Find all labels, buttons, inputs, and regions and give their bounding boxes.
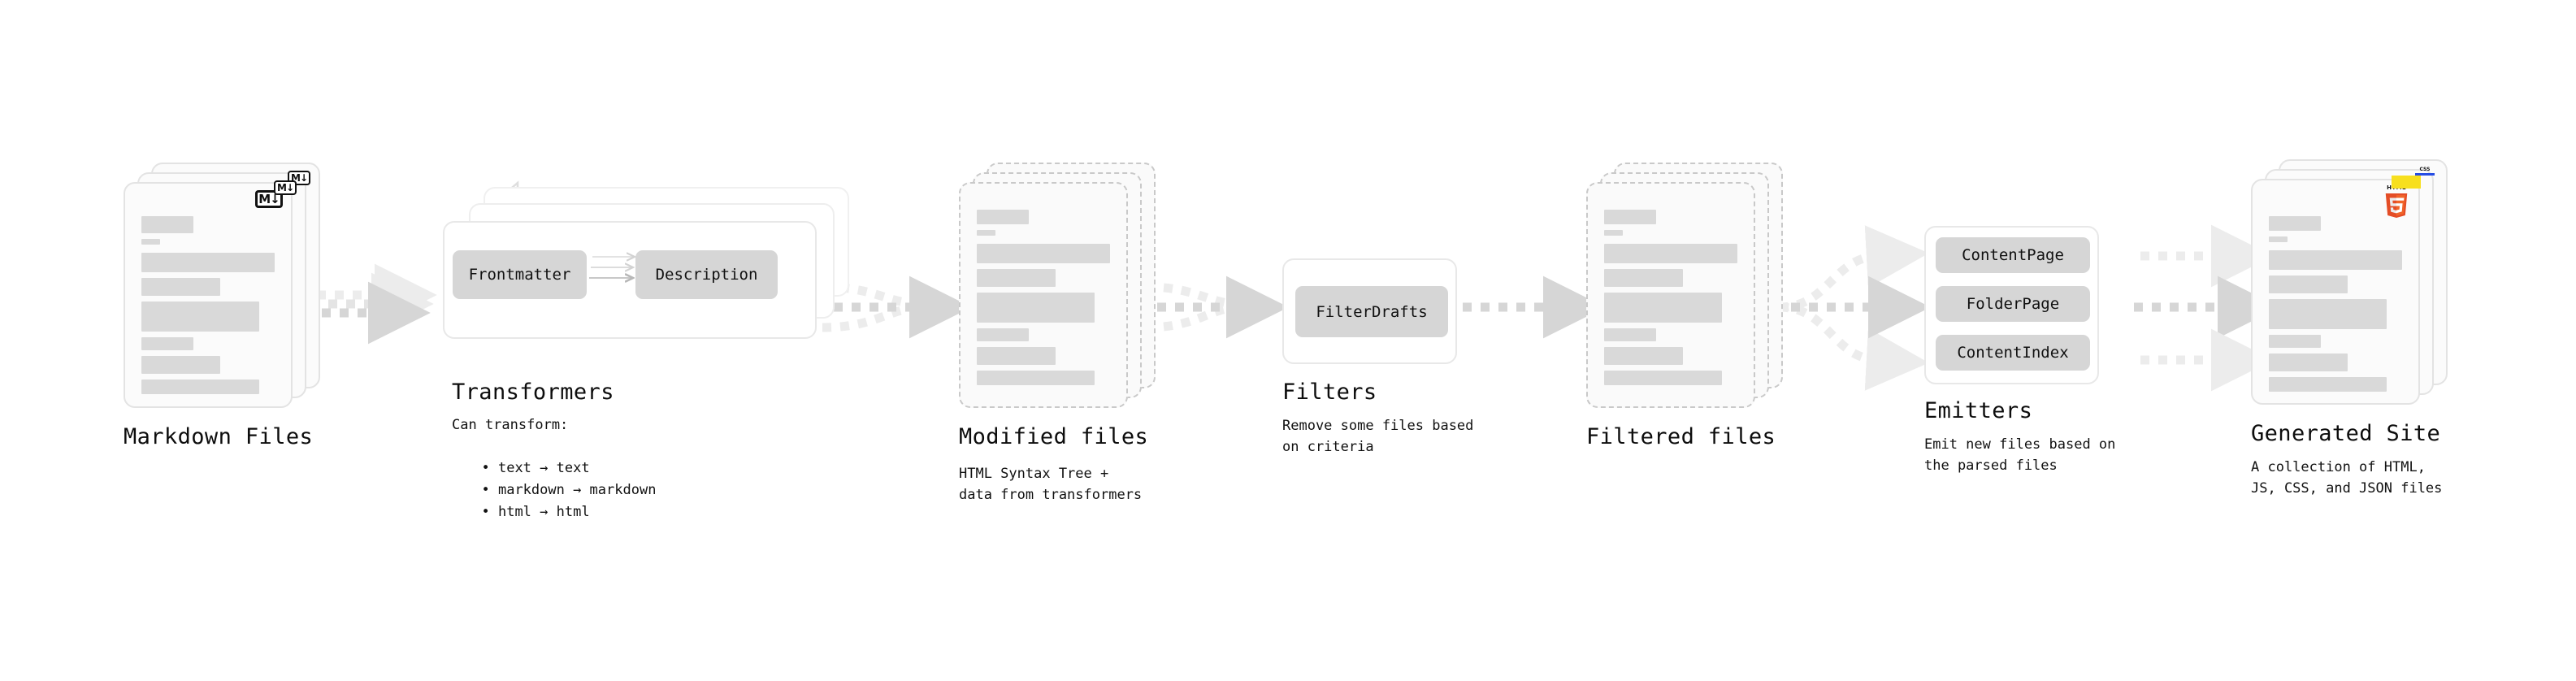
skeleton-bar (1604, 230, 1623, 236)
emitters-group[interactable]: ContentPage FolderPage ContentIndex (1924, 226, 2099, 384)
skeleton-bar (1604, 328, 1656, 341)
html5-shield-glyph (2385, 193, 2408, 218)
css-icon-label: CSS (2419, 167, 2431, 172)
stage-subtitle-transformers: Can transform: (452, 417, 569, 433)
skeleton-bar (141, 216, 193, 233)
js-icon-square (2392, 176, 2421, 189)
skeleton-bar (2269, 250, 2402, 270)
stage-title-filters: Filters (1282, 380, 1377, 405)
skeleton-bar (977, 371, 1095, 385)
bullet-text: html → html (497, 504, 590, 520)
skeleton-bar (1604, 371, 1722, 385)
skeleton-bar (2269, 299, 2387, 329)
emitter-chip-contentpage[interactable]: ContentPage (1936, 237, 2090, 273)
skeleton-bar (977, 347, 1056, 365)
arrow-emitters-to-site (2134, 224, 2280, 392)
skeleton-bar (2269, 377, 2387, 392)
bullet-dot: • (481, 504, 498, 520)
skeleton-bar (141, 253, 275, 272)
stage-title-filtered-files: Filtered files (1586, 424, 1776, 449)
skeleton-lines (1604, 210, 1741, 391)
skeleton-bar (1604, 347, 1683, 365)
skeleton-bar (141, 380, 259, 394)
filters-group[interactable]: FilterDrafts (1282, 258, 1457, 364)
stage-subtitle-modified-files: HTML Syntax Tree + data from transformer… (959, 466, 1143, 503)
stage-title-transformers: Transformers (452, 380, 614, 405)
markdown-file-card-front[interactable]: M↓ (124, 182, 293, 408)
skeleton-bar (2269, 354, 2348, 371)
skeleton-bar (977, 230, 995, 236)
generated-site-stack: CSS HTML (2251, 159, 2454, 411)
html5-icon: HTML (2384, 184, 2409, 219)
skeleton-bar (977, 269, 1056, 287)
skeleton-bar (1604, 293, 1722, 323)
markdown-file-stack: M↓ M↓ M↓ (124, 163, 327, 414)
stage-markdown-files: M↓ M↓ M↓ (124, 163, 327, 414)
generated-file-card-html[interactable]: HTML (2251, 179, 2420, 405)
skeleton-bar (141, 356, 220, 374)
skeleton-bar (141, 337, 193, 350)
skeleton-lines (977, 210, 1113, 391)
skeleton-bar (1604, 210, 1656, 224)
skeleton-bar (977, 293, 1095, 323)
filtered-file-stack (1586, 163, 1789, 414)
transformer-chip-description[interactable]: Description (635, 250, 778, 299)
filter-chip-filterdrafts[interactable]: FilterDrafts (1295, 286, 1448, 337)
transformer-inner-arrows (589, 223, 818, 340)
skeleton-bar (977, 244, 1110, 263)
skeleton-lines (141, 216, 278, 400)
skeleton-bar (2269, 335, 2321, 348)
stage-title-markdown-files: Markdown Files (124, 424, 314, 449)
js-icon (2392, 176, 2421, 189)
skeleton-bar (2269, 216, 2321, 231)
stage-subtitle-generated-site: A collection of HTML, JS, CSS, and JSON … (2251, 459, 2443, 497)
transformer-group-front[interactable]: Frontmatter Description (443, 221, 817, 339)
skeleton-bar (977, 328, 1029, 341)
emitter-chip-folderpage[interactable]: FolderPage (1936, 286, 2090, 322)
stage-filtered-files (1586, 163, 1789, 414)
transformer-chip-frontmatter[interactable]: Frontmatter (453, 250, 587, 299)
bullet-text: text → text (497, 460, 590, 476)
skeleton-bar (2269, 236, 2288, 242)
stage-subtitle-filters: Remove some files based on criteria (1282, 418, 1474, 455)
stage-modified-files (959, 163, 1162, 414)
bullet-dot: • (481, 482, 498, 498)
skeleton-bar (141, 239, 160, 245)
stage-subtitle-emitters: Emit new files based on the parsed files (1924, 436, 2116, 474)
skeleton-bar (2269, 275, 2348, 293)
css-icon: CSS (2415, 167, 2435, 176)
stage-generated-site: CSS HTML (2251, 159, 2454, 411)
bullet-text: markdown → markdown (497, 482, 657, 498)
transformer-bullet-1: • markdown → markdown (465, 458, 656, 501)
emitter-chip-contentindex[interactable]: ContentIndex (1936, 335, 2090, 371)
skeleton-bar (141, 301, 259, 332)
markdown-icon-mid: M↓ (274, 180, 297, 195)
stage-title-generated-site: Generated Site (2251, 421, 2441, 446)
skeleton-bar (1604, 244, 1737, 263)
stage-title-emitters: Emitters (1924, 398, 2033, 423)
skeleton-lines (2269, 216, 2405, 397)
transformer-bullet-2: • html → html (465, 480, 590, 523)
skeleton-bar (1604, 269, 1683, 287)
css-icon-underline (2415, 173, 2435, 176)
modified-file-card-front[interactable] (959, 182, 1128, 408)
stage-title-modified-files: Modified files (959, 424, 1149, 449)
skeleton-bar (141, 278, 220, 296)
skeleton-bar (977, 210, 1029, 224)
filtered-file-card-front[interactable] (1586, 182, 1755, 408)
bullet-dot: • (481, 460, 498, 476)
modified-file-stack (959, 163, 1162, 414)
transformer-bullet-0: • text → text (465, 436, 590, 479)
